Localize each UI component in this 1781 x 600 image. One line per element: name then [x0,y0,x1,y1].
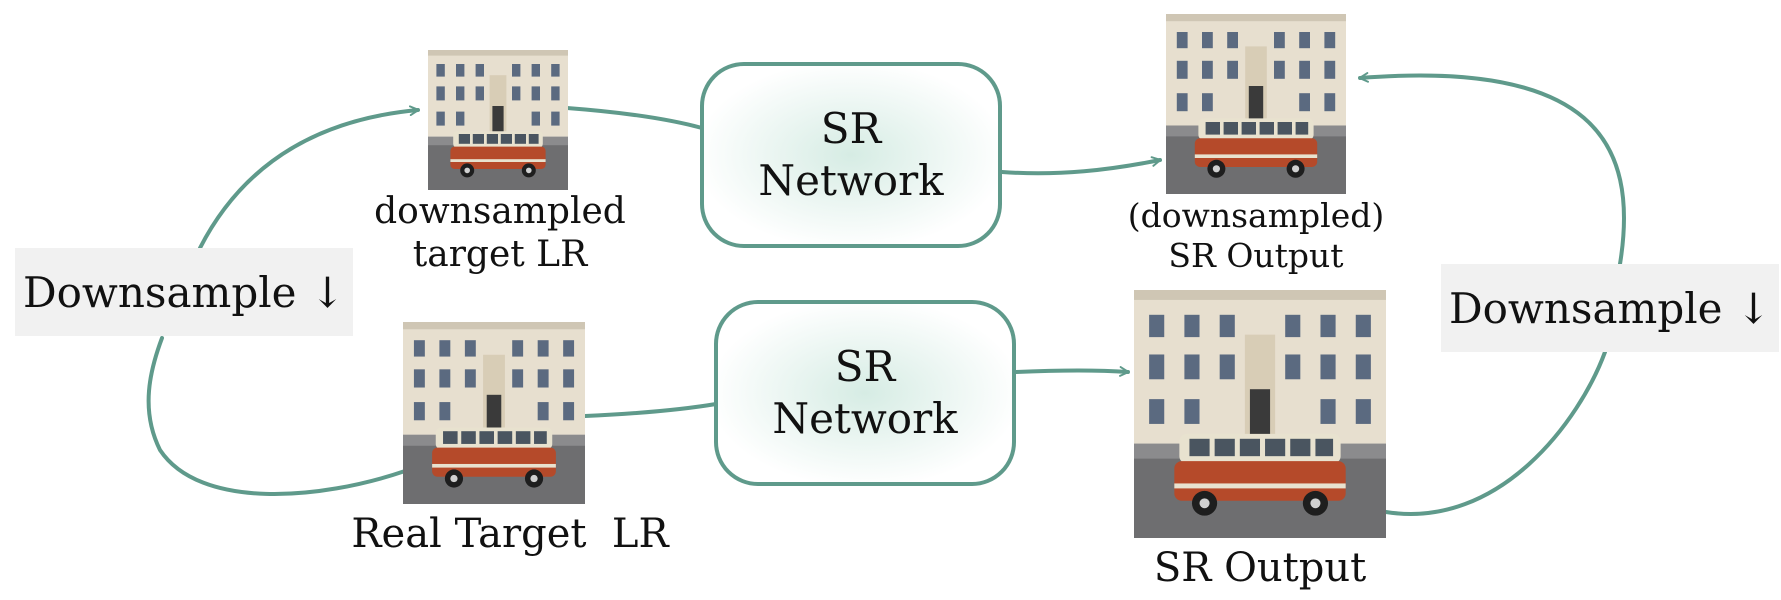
caption-downsampled-output-line2: SR Output [1168,235,1344,275]
downsample-right-label: Downsample ↓ [1448,283,1772,333]
sr-network-box-top: SR Network [700,62,1002,248]
arrow-top-in [565,106,704,130]
building-with-van-photo [1166,14,1346,194]
arrow-left-loop-upper [198,105,420,250]
sr-network-top-line1: SR [820,103,882,153]
caption-downsampled-output-line1: (downsampled) [1127,196,1385,235]
sr-network-box-bottom: SR Network [714,300,1016,486]
caption-downsampled-output: (downsampled) SR Output [1110,196,1402,275]
arrow-bottom-in [583,402,718,418]
arrow-right-loop-lower [1384,350,1607,516]
building-with-van-photo [403,322,585,504]
thumb-downsampled-output [1166,14,1346,194]
downsample-box-left: Downsample ↓ [15,248,353,336]
arrow-top-out [1000,156,1162,176]
caption-downsampled-target-line2: target LR [412,234,588,276]
caption-downsampled-target: downsampled target LR [360,190,640,276]
caption-downsampled-target-line1: downsampled [374,191,626,232]
arrow-left-loop-lower [146,336,407,497]
sr-network-bottom-line2: Network [772,394,958,443]
thumb-downsampled-target [428,50,568,190]
building-with-van-photo [428,50,568,190]
arrow-bottom-out [1014,366,1130,377]
sr-network-top-line2: Network [758,156,944,205]
building-with-van-photo [1134,290,1386,538]
caption-real-target: Real Target LR [351,511,669,557]
arrow-right-loop-upper [1358,72,1626,266]
caption-sr-output: SR Output [1153,545,1367,591]
thumb-real-target [403,322,585,504]
sr-network-bottom-line1: SR [834,341,896,391]
thumb-sr-output [1134,290,1386,538]
downsample-box-right: Downsample ↓ [1441,264,1779,352]
downsample-left-label: Downsample ↓ [22,267,346,317]
